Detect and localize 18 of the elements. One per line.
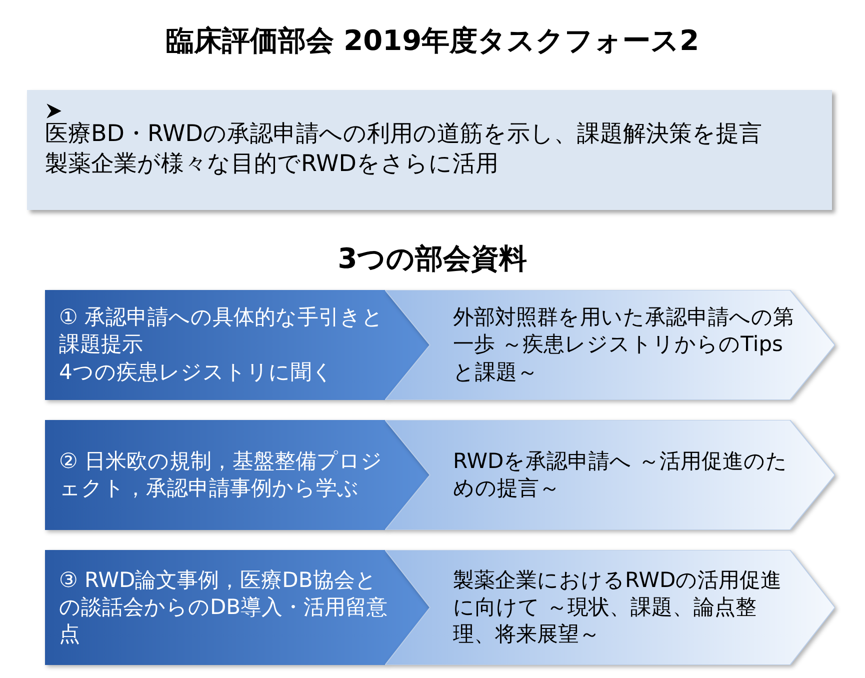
output-chevron	[385, 550, 835, 665]
summary-panel	[27, 90, 832, 210]
topic-text: ① 承認申請への具体的な手引きと課題提示	[59, 304, 385, 358]
topic-text: 4つの疾患レジストリに聞く	[59, 358, 334, 386]
topic-text: ② 日米欧の規制，基盤整備プロジェクト，承認申請事例から学ぶ	[59, 448, 384, 502]
bullet-text: 医療BD・RWDの承認申請への利用の道筋を示し、課題解決策を提言	[45, 120, 762, 150]
output-text: RWDを承認申請へ ～活用促進のための提言～	[453, 448, 788, 502]
output-chevron	[385, 420, 835, 530]
output-chevron	[385, 290, 835, 400]
topic-text: ③ RWD論文事例，医療DB協会との談話会からのDB導入・活用留意点	[59, 566, 389, 648]
output-text: 外部対照群を用いた承認申請への第一歩 ～疾患レジストリからのTipsと課題～	[453, 304, 795, 386]
topic-pentagon	[45, 290, 430, 400]
topic-pentagon	[45, 550, 430, 665]
output-text: 製薬企業におけるRWDの活用促進に向けて ～現状、課題、論点整理、将来展望～	[453, 566, 783, 648]
bullet-text: 製薬企業が様々な目的でRWDをさらに活用	[45, 150, 499, 179]
section-heading: 3つの部会資料	[338, 242, 528, 275]
topic-pentagon	[45, 420, 430, 530]
title: 臨床評価部会 2019年度タスクフォース2	[166, 24, 700, 57]
